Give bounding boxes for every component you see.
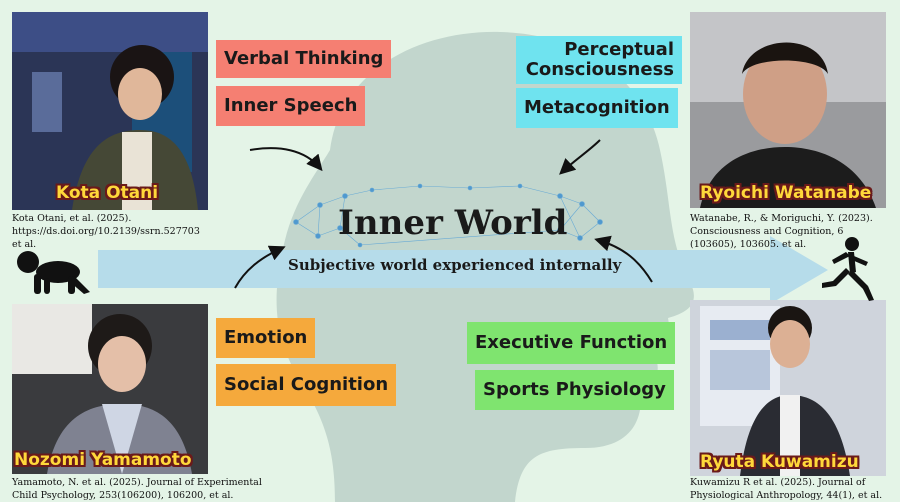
arrow-top-right — [559, 139, 601, 175]
tag-perceptual-consciousness: Perceptual Consciousness — [516, 36, 682, 84]
center-title: Inner World — [338, 203, 568, 243]
photo-nozomi-yamamoto — [12, 304, 208, 474]
name-ryoichi-watanabe: Ryoichi Watanabe — [700, 183, 872, 203]
arrow-bottom-left — [234, 245, 286, 289]
citation-ryuta-kuwamizu: Kuwamizu R et al. (2025). Journal of Phy… — [690, 477, 883, 501]
citation-nozomi-yamamoto: Yamamoto, N. et al. (2025). Journal of E… — [12, 477, 262, 501]
tag-social-cognition: Social Cognition — [216, 364, 397, 406]
baby-crawling-icon — [17, 251, 90, 294]
arrow-top-left — [249, 147, 323, 172]
tag-verbal-thinking: Verbal Thinking — [216, 40, 392, 78]
tag-emotion: Emotion — [216, 318, 316, 358]
photo-ryuta-kuwamizu — [690, 300, 886, 476]
name-nozomi-yamamoto: Nozomi Yamamoto — [14, 450, 192, 470]
name-kota-otani: Kota Otani — [56, 183, 159, 203]
tag-inner-speech: Inner Speech — [216, 86, 366, 126]
runner-icon — [822, 237, 874, 301]
photo-kota-otani — [12, 12, 208, 210]
tag-sports-physiology: Sports Physiology — [475, 370, 674, 410]
center-subtitle: Subjective world experienced internally — [288, 256, 622, 274]
citation-kota-otani: Kota Otani, et al. (2025). https://ds.do… — [12, 213, 200, 250]
citation-ryoichi-watanabe: Watanabe, R., & Moriguchi, Y. (2023). Co… — [690, 213, 873, 250]
photo-ryoichi-watanabe — [690, 12, 886, 208]
name-ryuta-kuwamizu: Ryuta Kuwamizu — [700, 452, 859, 472]
arrow-bottom-right — [594, 235, 653, 283]
tag-executive-function: Executive Function — [467, 322, 676, 364]
tag-metacognition: Metacognition — [516, 88, 678, 128]
